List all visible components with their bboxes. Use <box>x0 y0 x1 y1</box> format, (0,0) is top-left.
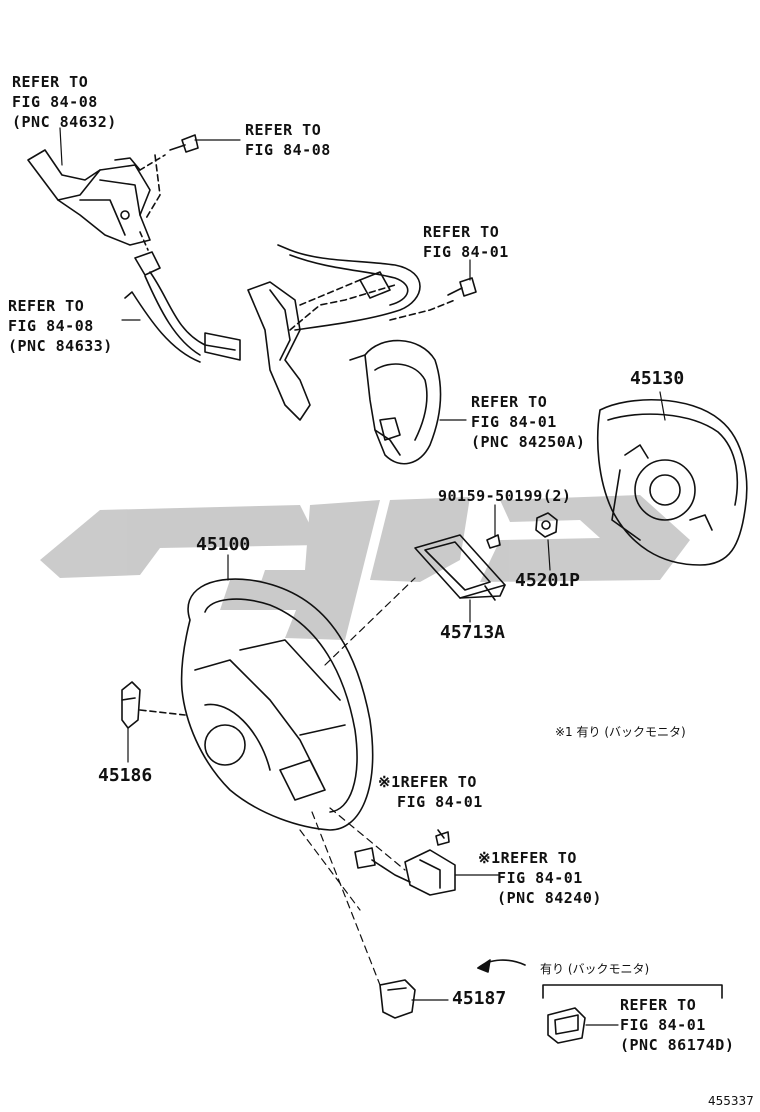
label-refer-wire-left: REFER TO FIG 84-08 (PNC 84633) <box>8 297 113 355</box>
steering-pad-cover <box>349 299 456 465</box>
note-back-monitor-arrow: 有り (バックモニタ) <box>540 962 650 976</box>
label-refer-cover: REFER TO FIG 84-01 (PNC 84250A) <box>471 393 586 451</box>
label-refer-bottom-right: REFER TO FIG 84-01 (PNC 86174D) <box>620 996 735 1054</box>
arrow-head <box>477 959 491 973</box>
bracket-45713a <box>414 534 506 601</box>
bolt-90159 <box>486 534 501 549</box>
part-number-wheel: 45100 <box>196 534 251 555</box>
part-number-left-cover: 45186 <box>98 765 153 786</box>
label-refer-bolt-top: REFER TO FIG 84-08 <box>245 121 331 159</box>
lower-switch <box>354 829 456 896</box>
part-number-bolt: 90159-50199(2) <box>438 487 572 505</box>
label-refer-switch-mid: ※1REFER TO FIG 84-01 <box>378 773 483 811</box>
spiral-cable-assembly <box>247 244 421 421</box>
cover-45186 <box>121 681 186 729</box>
assembly-lines <box>299 577 416 986</box>
wire-harness-left <box>124 231 241 363</box>
part-number-airbag: 45130 <box>630 368 685 389</box>
part-number-lower-cover: 45187 <box>452 988 507 1009</box>
note-back-monitor: ※1 有り (バックモニタ) <box>555 725 686 739</box>
cover-45187 <box>379 979 416 1019</box>
label-refer-lever-top: REFER TO FIG 84-08 (PNC 84632) <box>12 73 117 131</box>
watermark-logo <box>40 495 690 640</box>
figure-number: 455337 <box>708 1094 754 1108</box>
part-number-bracket: 45713A <box>440 622 506 643</box>
airbag-module <box>596 398 748 566</box>
label-refer-switch-low: ※1REFER TO FIG 84-01 (PNC 84240) <box>478 849 602 907</box>
bolt-top <box>139 134 199 171</box>
leader-lines <box>59 127 666 1026</box>
note-bracket <box>542 984 723 999</box>
nut-45201p <box>535 512 558 538</box>
part-number-nut: 45201P <box>515 570 581 591</box>
turn-signal-switch <box>27 149 161 246</box>
cover-86174d <box>547 1007 586 1044</box>
bolt-right <box>447 277 477 297</box>
label-refer-fig8401: REFER TO FIG 84-01 <box>423 223 509 261</box>
